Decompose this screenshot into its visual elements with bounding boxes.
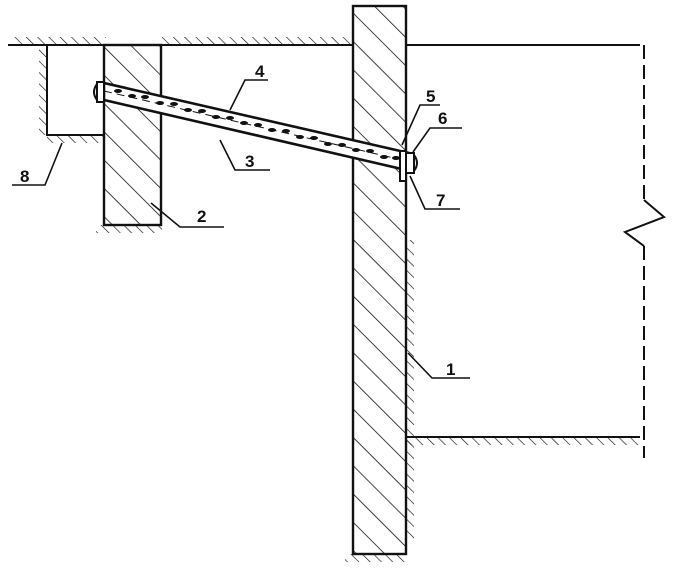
- right-anchor-head: [399, 150, 418, 182]
- trench-8: [39, 45, 104, 143]
- leader-3: [219, 139, 270, 171]
- label-4: 4: [255, 62, 265, 81]
- label-3: 3: [245, 152, 254, 171]
- leader-5: [401, 104, 440, 146]
- leader-2: [150, 202, 224, 228]
- leader-1: [407, 352, 470, 379]
- break-line: [622, 45, 666, 458]
- label-7: 7: [436, 191, 445, 210]
- label-1: 1: [446, 360, 455, 379]
- label-6: 6: [438, 109, 447, 128]
- leader-4: [229, 79, 268, 111]
- leader-8: [12, 142, 63, 186]
- excavation-bottom: [406, 436, 640, 445]
- retaining-wall-1: [345, 4, 414, 562]
- ground-surface-left: [8, 37, 353, 46]
- label-8: 8: [20, 167, 29, 186]
- rod-grout-dots: [114, 89, 400, 160]
- label-2: 2: [197, 207, 206, 226]
- anchor-wall-2: [96, 43, 163, 233]
- leader-7: [409, 175, 460, 210]
- leader-lines: [12, 79, 470, 379]
- left-anchor-head: [93, 81, 105, 103]
- label-5: 5: [426, 87, 435, 106]
- leader-6: [412, 127, 462, 153]
